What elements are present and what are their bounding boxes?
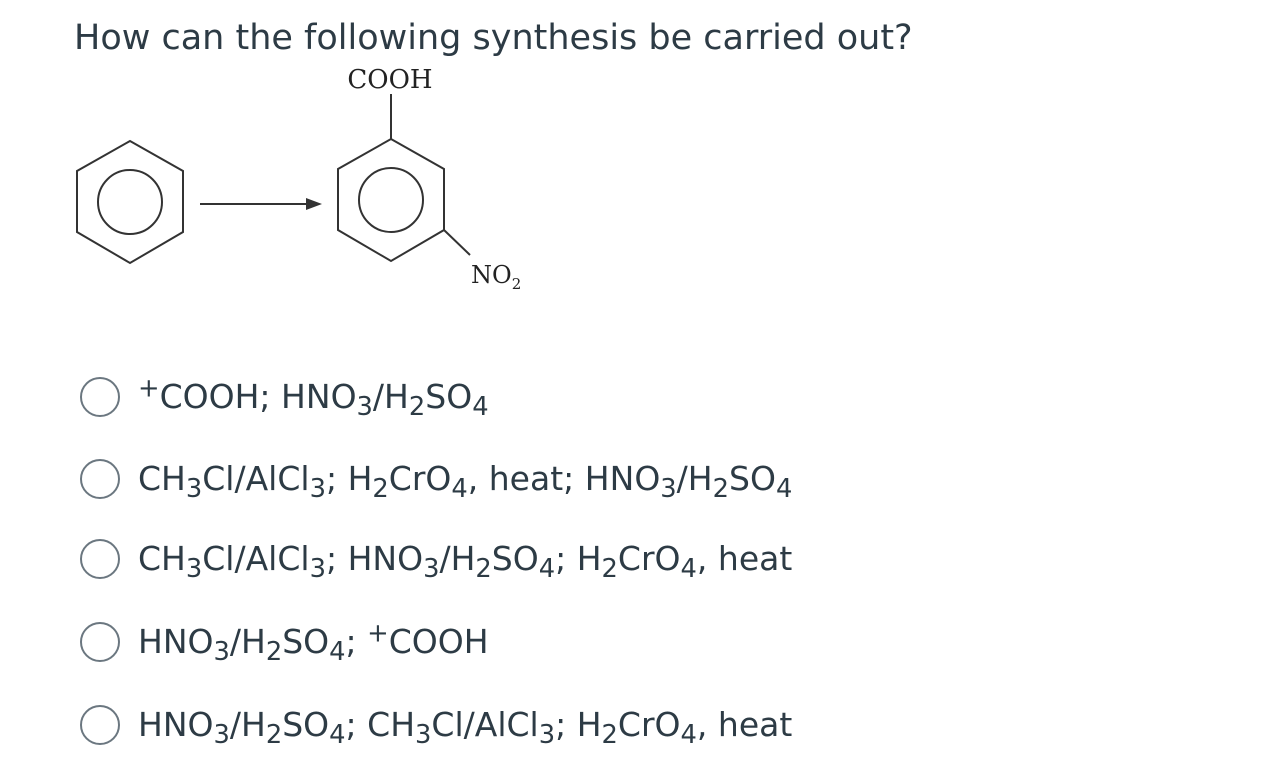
answer-option-label: HNO3/H2SO4; +COOH [138, 618, 489, 668]
reaction-arrow [200, 198, 322, 210]
reaction-diagram: COOH NO2 [64, 58, 584, 308]
benzene-ring-reactant [76, 139, 184, 265]
answer-option-label: CH3Cl/AlCl3; HNO3/H2SO4; H2CrO4, heat [138, 539, 793, 585]
radio-button-1[interactable] [80, 377, 120, 417]
radio-button-4[interactable] [80, 622, 120, 662]
answer-option-1[interactable]: +COOH; HNO3/H2SO4 [80, 373, 489, 423]
question-text: How can the following synthesis be carri… [74, 18, 913, 58]
benzene-ring-product [337, 94, 471, 263]
answer-option-2[interactable]: CH3Cl/AlCl3; H2CrO4, heat; HNO3/H2SO4 [80, 459, 793, 505]
answer-option-label: CH3Cl/AlCl3; H2CrO4, heat; HNO3/H2SO4 [138, 459, 793, 505]
reaction-diagram-svg: COOH NO2 [76, 65, 521, 293]
answer-option-5[interactable]: HNO3/H2SO4; CH3Cl/AlCl3; H2CrO4, heat [80, 705, 793, 751]
no2-main-text: NO [471, 261, 512, 289]
cooh-substituent-label: COOH [347, 65, 432, 95]
answer-option-3[interactable]: CH3Cl/AlCl3; HNO3/H2SO4; H2CrO4, heat [80, 539, 793, 585]
answer-option-4[interactable]: HNO3/H2SO4; +COOH [80, 618, 489, 668]
radio-button-3[interactable] [80, 539, 120, 579]
no2-substituent-label: NO2 [471, 261, 521, 293]
answer-option-label: HNO3/H2SO4; CH3Cl/AlCl3; H2CrO4, heat [138, 705, 793, 751]
answer-option-label: +COOH; HNO3/H2SO4 [138, 373, 489, 423]
no2-subscript: 2 [512, 275, 522, 293]
radio-button-5[interactable] [80, 705, 120, 745]
radio-button-2[interactable] [80, 459, 120, 499]
